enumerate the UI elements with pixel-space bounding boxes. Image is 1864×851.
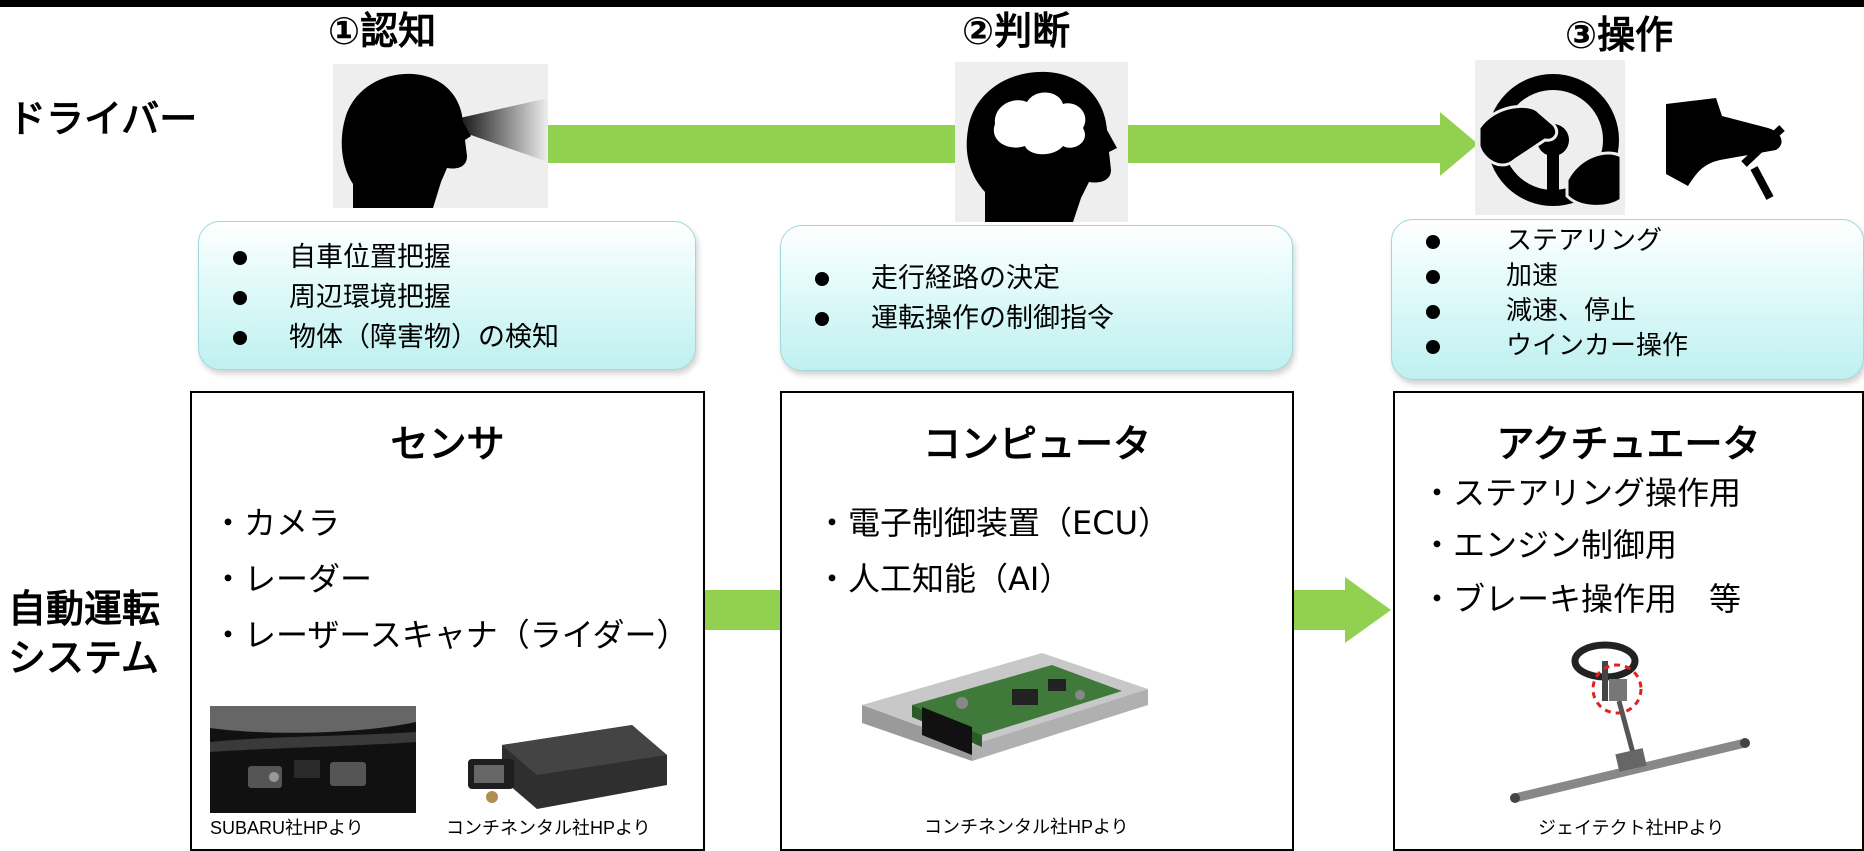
sensor-item: ・カメラ xyxy=(212,504,341,542)
system-arrow-2-head xyxy=(1345,577,1391,643)
stage-perception-label: ①認知 xyxy=(328,9,437,53)
judgment-item: 運転操作の制御指令 xyxy=(781,299,1292,339)
perception-item: 物体（障害物）の検知 xyxy=(199,318,695,358)
computer-item: ・電子制御装置（ECU） xyxy=(816,504,1170,542)
row-label-system-line2: システム xyxy=(8,636,159,681)
row-label-system: 自動運転 システム xyxy=(8,585,160,684)
perception-item: 自車位置把握 xyxy=(199,238,695,278)
operation-item: 加速 xyxy=(1392,259,1863,294)
computer-caption: コンチネンタル社HPより xyxy=(924,817,1129,837)
operation-item: ウインカー操作 xyxy=(1392,329,1863,364)
computer-title: コンピュータ xyxy=(922,422,1151,466)
row-label-driver: ドライバー xyxy=(8,97,198,141)
actuator-item: ・ブレーキ操作用 等 xyxy=(1421,580,1742,618)
actuator-item: ・ステアリング操作用 xyxy=(1421,474,1742,512)
ecu-photo xyxy=(852,643,1152,788)
system-arrow-2-shaft xyxy=(1293,590,1345,630)
operation-item: 減速、停止 xyxy=(1392,294,1863,329)
operation-bubble: ステアリング 加速 減速、停止 ウインカー操作 xyxy=(1391,219,1864,380)
perception-bubble: 自車位置把握 周辺環境把握 物体（障害物）の検知 xyxy=(198,221,696,370)
sensor-box: センサ ・カメラ ・レーダー ・レーザースキャナ（ライダー） SUBARU社HP… xyxy=(190,391,705,851)
actuator-title: アクチュエータ xyxy=(1496,422,1761,466)
stage-judgment-label: ②判断 xyxy=(962,9,1071,53)
operation-item: ステアリング xyxy=(1392,224,1863,259)
judgment-item: 走行経路の決定 xyxy=(781,259,1292,299)
sensor-item: ・レーザースキャナ（ライダー） xyxy=(212,616,689,654)
stage-operation-label: ③操作 xyxy=(1565,13,1674,57)
actuator-caption: ジェイテクト社HPより xyxy=(1538,818,1725,838)
perception-item: 周辺環境把握 xyxy=(199,278,695,318)
actuator-box: アクチュエータ ・ステアリング操作用 ・エンジン制御用 ・ブレーキ操作用 等 ジ… xyxy=(1393,391,1864,851)
sensor-item: ・レーダー xyxy=(212,560,373,598)
computer-item: ・人工知能（AI） xyxy=(816,560,1072,598)
sensor-caption-1: SUBARU社HPより xyxy=(210,818,364,838)
steering-system-photo xyxy=(1505,633,1765,808)
driver-flow-arrowhead xyxy=(1440,112,1478,176)
sensor-caption-2: コンチネンタル社HPより xyxy=(446,818,651,838)
eye-head-icon xyxy=(333,64,548,208)
lidar-photo xyxy=(462,715,674,813)
camera-photo xyxy=(210,706,416,813)
brain-head-icon xyxy=(955,62,1128,222)
row-label-system-line1: 自動運転 xyxy=(8,587,161,631)
top-border-line xyxy=(0,0,1864,7)
steering-hands-icon xyxy=(1475,60,1625,215)
pedal-foot-icon xyxy=(1660,94,1790,204)
system-arrow-1 xyxy=(704,590,780,630)
computer-box: コンピュータ ・電子制御装置（ECU） ・人工知能（AI） コンチネンタル社HP… xyxy=(780,391,1294,851)
actuator-item: ・エンジン制御用 xyxy=(1421,526,1678,564)
sensor-title: センサ xyxy=(390,422,505,466)
judgment-bubble: 走行経路の決定 運転操作の制御指令 xyxy=(780,225,1293,371)
